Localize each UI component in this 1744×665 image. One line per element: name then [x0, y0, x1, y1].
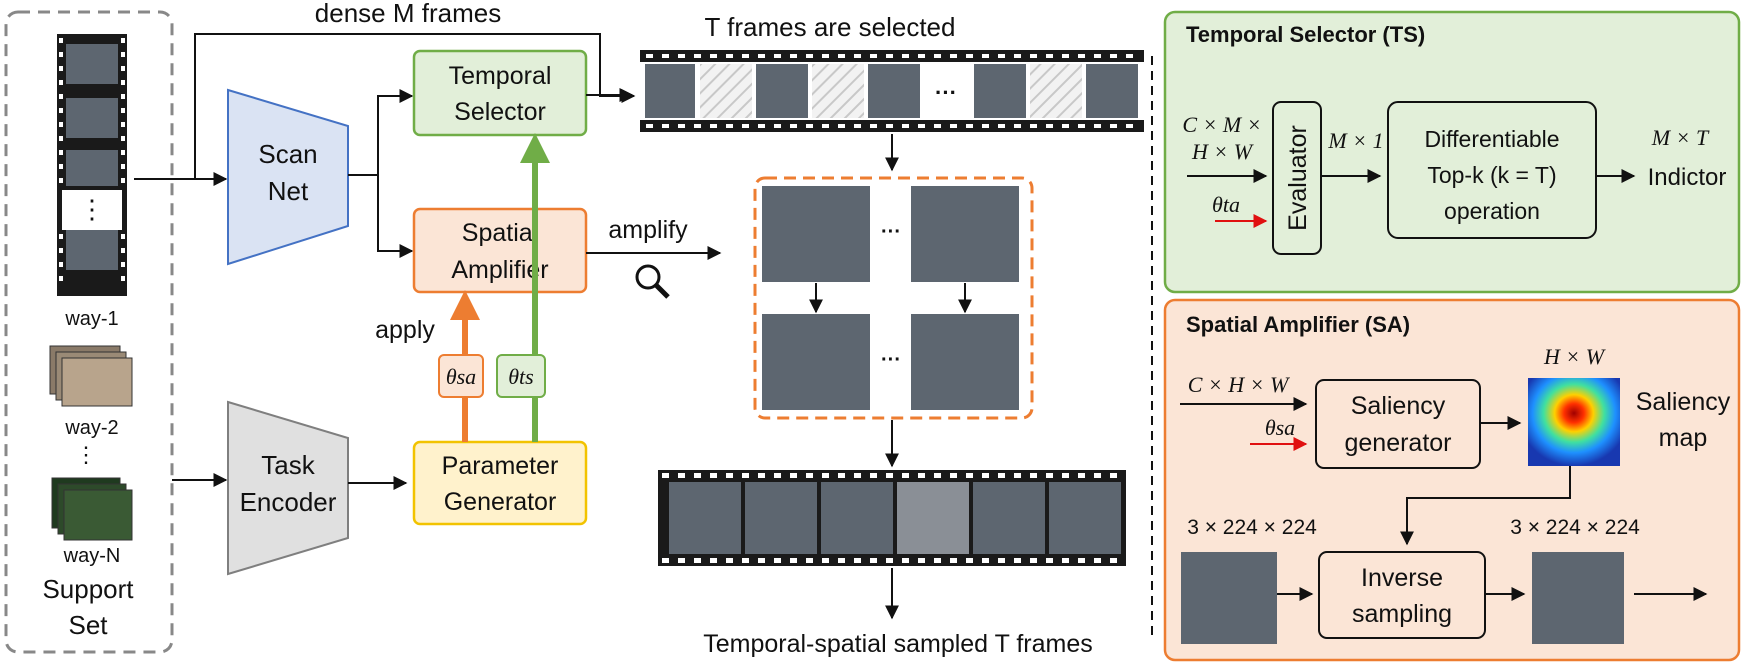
wayN-label: way-N: [63, 545, 121, 567]
theta-ts-label: θts: [508, 364, 533, 389]
scan-net-arrows: [348, 89, 414, 490]
selected-frames-strip: ···: [640, 50, 1144, 132]
scan-net-label-2: Net: [268, 176, 309, 206]
way2-label: way-2: [64, 417, 118, 439]
inverse-sampling-label-2: sampling: [1352, 600, 1452, 628]
spatial-amplifier-label-1: Spatial: [462, 219, 538, 247]
task-encoder-label-2: Encoder: [240, 487, 337, 517]
task-encoder-label-1: Task: [261, 450, 315, 480]
saliency-map-label-2: map: [1659, 424, 1708, 452]
saliency-map-image: [1528, 378, 1620, 466]
sa-panel-title: Spatial Amplifier (SA): [1186, 312, 1410, 337]
amplified-ellipsis-bottom: ···: [881, 349, 901, 371]
way1-label: way-1: [64, 308, 118, 330]
support-set-title-line2: Set: [68, 610, 108, 640]
evaluator-label: Evaluator: [1284, 125, 1312, 231]
scan-net: Scan Net: [227, 88, 349, 266]
way1-film-strip: ⋮: [57, 34, 127, 296]
saliency-generator-label-2: generator: [1344, 429, 1451, 457]
inverse-sampling-label-1: Inverse: [1361, 564, 1443, 592]
task-encoder: Task Encoder: [227, 400, 349, 576]
ts-panel-title: Temporal Selector (TS): [1186, 22, 1425, 47]
parameter-generator-label-1: Parameter: [442, 452, 559, 480]
sa-hw-label: H × W: [1543, 344, 1606, 369]
sa-output-frame: [1532, 552, 1624, 644]
sa-size-out-label: 3 × 224 × 224: [1510, 516, 1640, 539]
support-set-border: [4, 10, 174, 654]
sa-size-in-label: 3 × 224 × 224: [1187, 516, 1317, 539]
dense-frames-label: dense M frames: [315, 0, 501, 28]
topk-label-1: Differentiable: [1424, 126, 1559, 152]
scan-net-label-1: Scan: [258, 139, 317, 169]
temporal-selector-label-2: Selector: [454, 98, 546, 126]
amplified-ellipsis-top: ···: [881, 221, 901, 243]
ts-panel: Temporal Selector (TS) C × M × H × W θta…: [1163, 10, 1741, 294]
way2-thumbnail-stack: [49, 345, 133, 407]
temporal-selector-label-1: Temporal: [449, 62, 552, 90]
saliency-generator-label-1: Saliency: [1351, 392, 1446, 420]
parameter-generator-label-2: Generator: [444, 488, 557, 516]
top-strip-ellipsis: ···: [935, 80, 957, 105]
magnifier-icon: [635, 264, 670, 299]
amplify-label: amplify: [608, 216, 688, 244]
sa-panel: Spatial Amplifier (SA) C × H × W θsa Sal…: [1163, 298, 1741, 662]
support-set-title-line1: Support: [42, 574, 134, 604]
sampled-frames-label: Temporal-spatial sampled T frames: [703, 630, 1093, 658]
parameter-generator-block: Parameter Generator: [412, 440, 588, 526]
topk-label-2: Top-k (k = T): [1427, 162, 1556, 188]
theta-ts-tag: θts: [496, 354, 546, 398]
support-vdots: ⋮: [75, 442, 97, 467]
way1-vdots: ⋮: [79, 194, 105, 224]
apply-label: apply: [375, 316, 435, 344]
t-frames-selected-label: T frames are selected: [705, 12, 956, 42]
indictor-label: Indictor: [1648, 164, 1727, 191]
ts-theta-label: θta: [1212, 192, 1240, 217]
theta-sa-label: θsa: [446, 364, 476, 389]
ts-input-label-2: H × W: [1191, 139, 1254, 164]
amplified-frames-box: ··· ···: [753, 176, 1034, 420]
topk-label-3: operation: [1444, 198, 1540, 224]
temporal-selector-block: Temporal Selector: [412, 49, 588, 137]
ts-m-by-1-label: M × 1: [1327, 128, 1383, 153]
sa-theta-label: θsa: [1265, 415, 1295, 440]
ts-m-by-t-label: M × T: [1651, 125, 1710, 150]
spatial-amplifier-block: Spatial Amplifier: [412, 207, 588, 294]
ts-input-label-1: C × M ×: [1182, 112, 1261, 137]
wayN-thumbnail-stack: [51, 477, 133, 541]
saliency-map-label-1: Saliency: [1636, 388, 1731, 416]
sampled-frames-strip: [658, 470, 1126, 566]
support-set: ⋮ way-1 way-2 ⋮ way-N Support Set: [4, 10, 174, 654]
sa-input-label: C × H × W: [1188, 372, 1290, 397]
sa-input-frame: [1181, 552, 1277, 644]
theta-sa-tag: θsa: [438, 354, 484, 398]
